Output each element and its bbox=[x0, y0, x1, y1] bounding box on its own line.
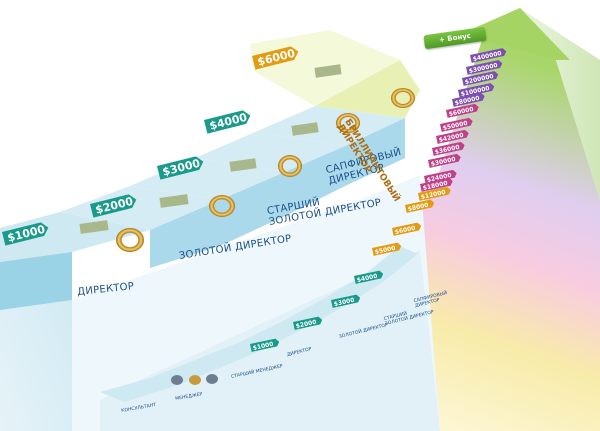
price-tags-small: $1000$2000$3000$4000$5000$6000$8000$1200… bbox=[250, 48, 507, 352]
money-decorations bbox=[79, 64, 342, 234]
price-tag-large-4: $4000 bbox=[204, 110, 251, 134]
price-small-6: $6000 bbox=[394, 225, 416, 236]
price-tag-small-2: $2000 bbox=[293, 316, 323, 330]
price-tag-small-4: $4000 bbox=[354, 270, 384, 284]
price-small-2: $2000 bbox=[295, 319, 317, 330]
price-tag-small-5: $5000 bbox=[372, 242, 402, 256]
price-tag-small-6: $6000 bbox=[392, 222, 422, 236]
price-small-5: $5000 bbox=[374, 245, 396, 256]
price-small-7: $8000 bbox=[407, 202, 429, 213]
price-small-1: $1000 bbox=[252, 341, 274, 352]
ring-decorations bbox=[116, 88, 415, 385]
price-tag-small-7: $8000 bbox=[405, 199, 435, 213]
price-tag-small-1: $1000 bbox=[250, 338, 280, 352]
price-tag-small-3: $3000 bbox=[331, 294, 361, 308]
price-small-4: $4000 bbox=[356, 273, 378, 284]
price-large-4: $4000 bbox=[208, 111, 249, 133]
price-small-3: $3000 bbox=[333, 297, 355, 308]
